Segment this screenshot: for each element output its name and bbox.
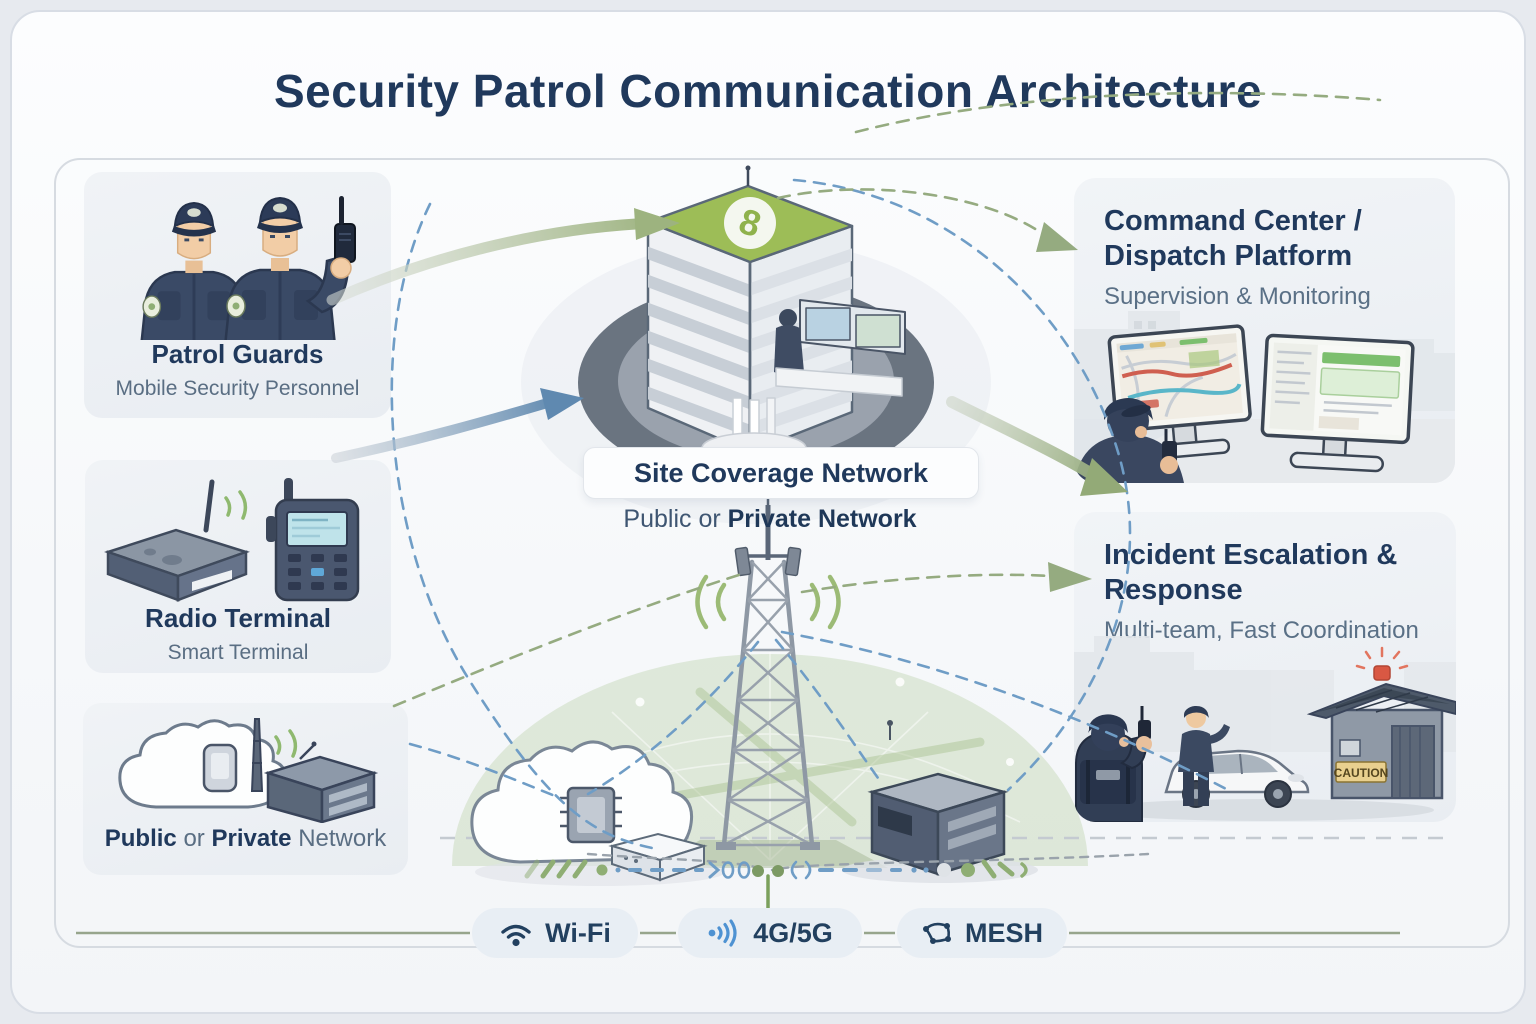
- caption-public: Public: [104, 825, 177, 852]
- site-coverage-label: Site Coverage Network: [583, 447, 979, 499]
- radio-terminal-illustration: [104, 478, 360, 602]
- patrol-guards-title: Patrol Guards: [151, 339, 324, 369]
- cloud-icon: [117, 719, 287, 809]
- command-center-illustration: [1074, 311, 1455, 483]
- legend-4g5g-label: 4G/5G: [753, 917, 833, 948]
- caption-private: Private: [211, 825, 292, 852]
- site-coverage-subtitle: Public or Private Network: [623, 505, 917, 533]
- incident-response-title: Incident Escalation & Response: [1104, 539, 1398, 607]
- handheld-radio-icon: [333, 196, 356, 263]
- radio-terminal-title: Radio Terminal: [145, 603, 331, 633]
- antenna-icon: [250, 718, 297, 792]
- command-center-subtitle: Supervision & Monitoring: [1104, 282, 1371, 310]
- legend-wifi-label: Wi-Fi: [545, 917, 611, 948]
- patrol-guards-illustration: [138, 196, 356, 340]
- patrol-guards-subtitle: Mobile Security Personnel: [115, 376, 360, 400]
- page-title: Security Patrol Communication Architectu…: [273, 65, 1263, 117]
- legend-mesh-label: MESH: [964, 917, 1043, 948]
- command-center-box: Command Center / Dispatch Platform Super…: [1074, 178, 1455, 483]
- alarm-beacon-icon: [1355, 646, 1409, 681]
- cellular-signal-icon: [708, 919, 737, 947]
- public-private-network-box: Public or Private Network: [83, 703, 408, 875]
- network-cloud-illustration: [117, 718, 378, 823]
- legend-mesh: MESH: [897, 908, 1067, 958]
- caution-sign: [1335, 761, 1387, 783]
- incident-response-box: Incident Escalation & Response Multi-tea…: [1074, 512, 1456, 822]
- guard-house: CAUTION: [1306, 646, 1456, 800]
- public-private-caption: Public or Private Network: [104, 825, 387, 852]
- router-icon: [104, 479, 250, 602]
- dispatch-list-monitor: [1260, 333, 1415, 473]
- caution-sign-label: CAUTION: [1334, 766, 1389, 780]
- radio-terminal-box: Radio Terminal Smart Terminal: [85, 460, 391, 673]
- incident-scene-illustration: CAUTION: [1074, 636, 1456, 822]
- smart-terminal-icon: [266, 478, 360, 602]
- legend-wifi: Wi-Fi: [472, 908, 638, 958]
- legend-4g5g: 4G/5G: [678, 908, 862, 958]
- mesh-network-icon: [922, 922, 951, 944]
- patrol-guards-box: Patrol Guards Mobile Security Personnel: [84, 172, 391, 418]
- radio-terminal-subtitle: Smart Terminal: [167, 640, 309, 664]
- server-icon: [263, 741, 378, 823]
- command-center-title: Command Center / Dispatch Platform: [1104, 205, 1362, 273]
- wifi-icon: [501, 924, 531, 946]
